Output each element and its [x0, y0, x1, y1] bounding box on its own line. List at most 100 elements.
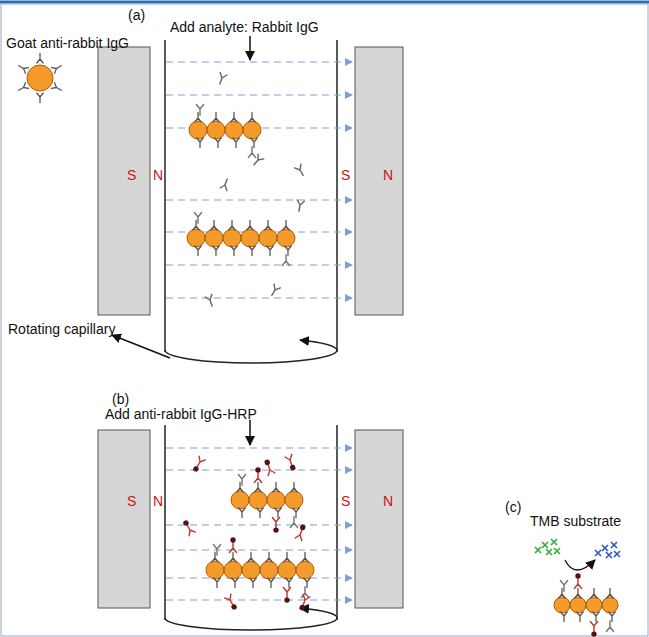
magnetic-bead — [260, 561, 278, 579]
magnetic-bead — [223, 229, 241, 247]
antibody — [233, 138, 239, 148]
antibody — [230, 552, 236, 562]
magnetic-bead — [277, 229, 295, 247]
antibody — [37, 53, 43, 63]
hrp-antibody — [283, 588, 290, 603]
antibody — [51, 63, 63, 73]
antibody — [295, 164, 307, 177]
antibody — [248, 147, 255, 158]
antibody — [268, 578, 274, 588]
reaction-arrow — [565, 560, 595, 570]
antibody — [196, 105, 203, 116]
antibody — [238, 475, 245, 486]
frame — [1, 4, 648, 636]
top-rule — [0, 1, 649, 4]
capillary-wall — [164, 425, 166, 620]
text-label: Add anti-rabbit IgG-HRP — [105, 407, 257, 422]
magnet-pole: N — [383, 168, 393, 183]
hrp-antibody — [225, 594, 239, 611]
hrp-antibody — [191, 456, 205, 473]
antibody — [275, 508, 281, 518]
hrp-antibody — [254, 467, 261, 482]
magnet-pole: S — [341, 494, 350, 509]
antibody — [301, 587, 308, 598]
text-label: TMB substrate — [530, 514, 621, 529]
antibody — [247, 220, 253, 230]
antibody — [284, 552, 290, 562]
field-line — [166, 61, 352, 62]
antibody — [249, 246, 255, 256]
rotation-arrow — [165, 608, 337, 630]
antibody — [591, 588, 597, 598]
field-line — [166, 549, 352, 550]
antibody — [273, 482, 279, 492]
field-line — [166, 599, 352, 600]
hrp-antibody — [229, 537, 236, 552]
magnetic-bead — [285, 491, 303, 509]
antibody — [606, 621, 613, 632]
field-line — [166, 297, 352, 298]
magnetic-bead — [205, 229, 223, 247]
magnetic-bead — [243, 121, 261, 139]
hrp-antibody — [181, 519, 195, 536]
substrate-molecule — [606, 552, 612, 558]
antibody — [229, 220, 235, 230]
antibody — [51, 83, 63, 93]
field-line — [166, 447, 352, 448]
magnetic-bead — [602, 597, 618, 613]
magnet-pole: N — [153, 494, 163, 509]
magnetic-bead — [207, 121, 225, 139]
text-label: (b) — [112, 392, 129, 407]
antibody — [560, 581, 567, 592]
antibody — [302, 552, 308, 562]
antibody — [250, 578, 256, 588]
antibody — [211, 220, 217, 230]
hrp-antibody — [272, 518, 279, 533]
magnetic-bead — [249, 491, 267, 509]
field-line — [166, 524, 352, 525]
antibody — [249, 112, 255, 122]
antibody — [215, 138, 221, 148]
add-arrow — [249, 420, 251, 445]
antibody — [214, 578, 220, 588]
substrate-molecule — [595, 550, 601, 556]
antibody — [220, 178, 230, 191]
antibody — [593, 612, 599, 622]
text-label: Goat anti-rabbit IgG — [6, 36, 129, 51]
magnetic-bead — [278, 561, 296, 579]
antibody — [286, 578, 292, 588]
antibody — [282, 255, 289, 266]
antibody — [197, 138, 203, 148]
capillary-wall — [164, 40, 166, 352]
magnetic-bead — [27, 65, 53, 91]
field-line — [166, 94, 352, 95]
antibody — [269, 284, 281, 297]
substrate-molecule — [551, 539, 557, 545]
antibody — [257, 508, 263, 518]
antibody — [295, 200, 304, 212]
magnet-pole: N — [383, 494, 393, 509]
antibody — [239, 508, 245, 518]
add-arrow — [249, 36, 251, 60]
antibody — [577, 612, 583, 622]
antibody — [231, 112, 237, 122]
magnetic-bead — [206, 561, 224, 579]
magnetic-bead — [267, 491, 285, 509]
text-label: (a) — [128, 8, 145, 23]
antibody — [213, 246, 219, 256]
capillary-wall — [336, 40, 338, 352]
substrate-molecule — [611, 542, 617, 548]
magnet-pole: S — [127, 168, 136, 183]
magnetic-bead — [554, 597, 570, 613]
antibody — [194, 213, 201, 224]
leader-arrow — [112, 335, 170, 358]
antibody — [290, 517, 297, 528]
substrate-molecule — [614, 551, 620, 557]
antibody — [232, 578, 238, 588]
text-label: (c) — [505, 500, 521, 515]
magnetic-bead — [187, 229, 205, 247]
magnet-pole: N — [153, 168, 163, 183]
antibody — [291, 482, 297, 492]
antibody — [248, 552, 254, 562]
